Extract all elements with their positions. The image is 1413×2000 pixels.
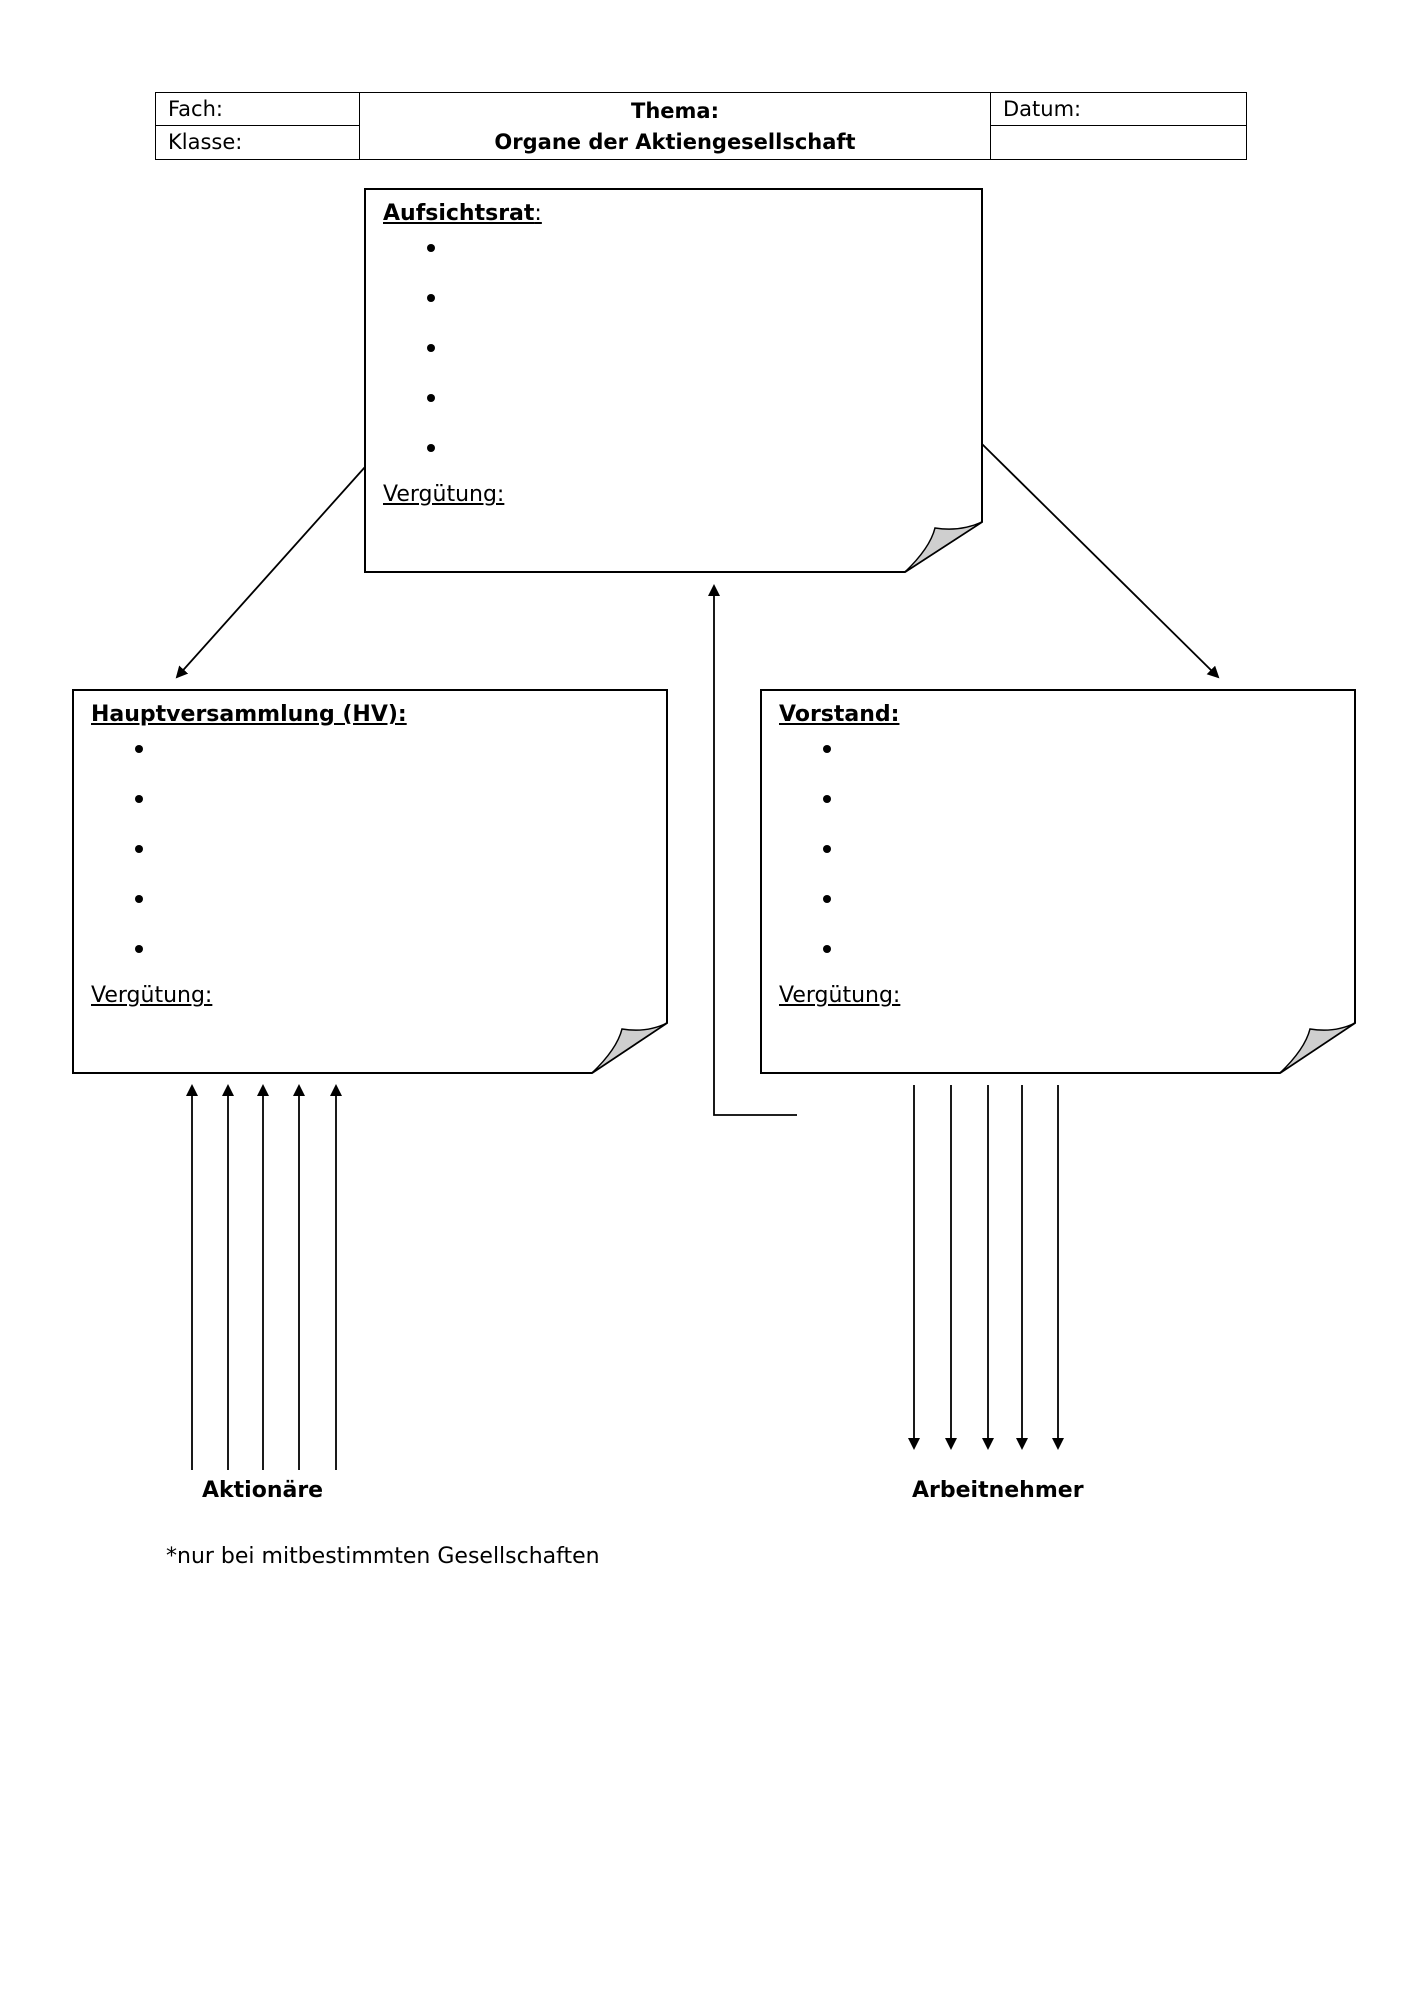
list-item: [91, 935, 407, 985]
list-item: [383, 334, 542, 384]
fach-cell: Fach:: [156, 93, 360, 126]
aufsichtsrat-bullet-list: [383, 234, 542, 484]
page-curl-icon: [591, 1022, 668, 1074]
list-item: [91, 885, 407, 935]
page-curl-icon: [904, 521, 983, 573]
vorstand-bullet-list: [779, 735, 900, 985]
page-curl-icon: [1279, 1022, 1356, 1074]
header-table: Fach: Klasse: Thema: Organe der Aktienge…: [155, 92, 1247, 160]
arbeitnehmer-label: Arbeitnehmer: [912, 1478, 1084, 1503]
arbeitnehmer-arrows: [908, 1085, 1064, 1450]
aktionaere-arrows: [186, 1084, 342, 1470]
vorstand-verguetung: Vergütung:: [779, 983, 901, 1008]
arrow-aufsichtsrat-to-vorstand: [981, 443, 1220, 679]
footnote: *nur bei mitbestimmten Gesellschaften: [166, 1544, 600, 1569]
hauptversammlung-content: Hauptversammlung (HV): Vergütung:: [91, 702, 407, 1008]
aufsichtsrat-box: [364, 188, 983, 573]
aktionaere-label: Aktionäre: [202, 1478, 324, 1503]
klasse-label: Klasse:: [168, 130, 243, 154]
list-item: [779, 735, 900, 785]
hauptversammlung-bullet-list: [91, 735, 407, 985]
aufsichtsrat-title: Aufsichtsrat:: [383, 201, 542, 226]
vorstand-box: [760, 689, 1356, 1074]
arrow-aufsichtsrat-to-hv: [175, 466, 366, 679]
arrow-mitbestimmung-to-aufsichtsrat: [708, 584, 797, 1116]
list-item: [779, 885, 900, 935]
list-item: [779, 935, 900, 985]
datum-label: Datum:: [1003, 97, 1082, 121]
list-item: [91, 785, 407, 835]
hauptversammlung-title: Hauptversammlung (HV):: [91, 702, 407, 727]
fach-label: Fach:: [168, 97, 223, 121]
list-item: [779, 785, 900, 835]
hauptversammlung-box: [72, 689, 668, 1074]
datum-cell: Datum:: [990, 93, 1246, 126]
datum-value-cell: [990, 126, 1246, 159]
aufsichtsrat-content: Aufsichtsrat: Vergütung:: [383, 201, 542, 507]
hauptversammlung-verguetung: Vergütung:: [91, 983, 213, 1008]
list-item: [779, 835, 900, 885]
list-item: [91, 735, 407, 785]
vorstand-title: Vorstand:: [779, 702, 900, 727]
aufsichtsrat-verguetung: Vergütung:: [383, 482, 505, 507]
list-item: [383, 434, 542, 484]
list-item: [91, 835, 407, 885]
list-item: [383, 284, 542, 334]
klasse-cell: Klasse:: [156, 126, 360, 159]
thema-label: Thema:: [631, 99, 719, 123]
list-item: [383, 234, 542, 284]
list-item: [383, 384, 542, 434]
page-title: Organe der Aktiengesellschaft: [494, 130, 856, 154]
thema-cell: Thema: Organe der Aktiengesellschaft: [360, 93, 990, 159]
vorstand-content: Vorstand: Vergütung:: [779, 702, 900, 1008]
